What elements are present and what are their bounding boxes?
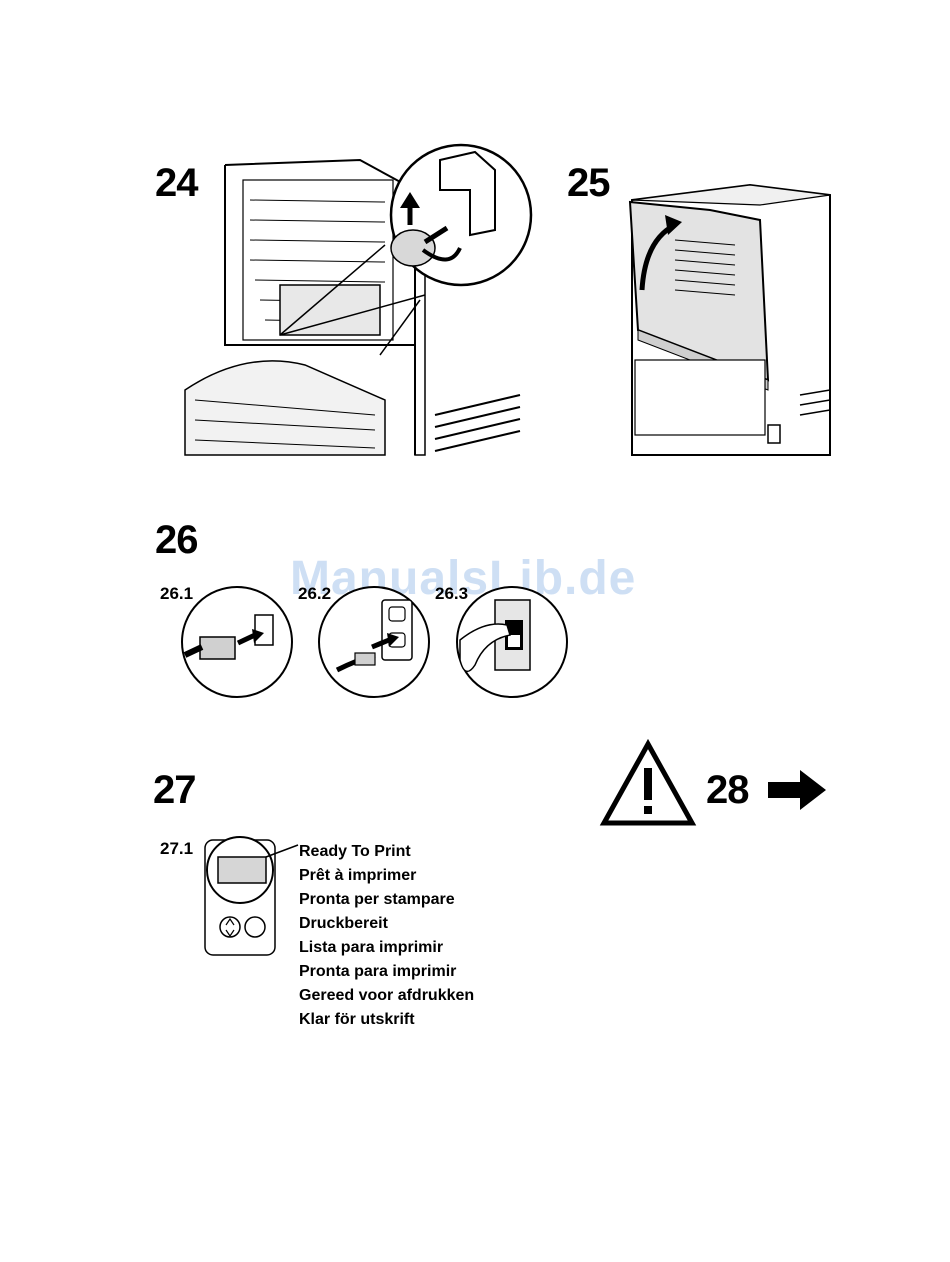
step-25-number: 25 [567, 163, 610, 203]
status-message-list: Ready To Print Prêt à imprimer Pronta pe… [299, 840, 474, 1032]
step-27-1-control-panel-illustration [200, 835, 300, 960]
step-26-2-outlet-illustration [317, 585, 432, 700]
warning-triangle-icon [600, 740, 696, 827]
step-27-number: 27 [153, 770, 196, 810]
status-message-it: Pronta per stampare [299, 888, 474, 912]
step-26-1-power-cord-illustration [180, 585, 295, 700]
step-25-illustration [620, 180, 835, 460]
step-26-3-power-switch-illustration [455, 585, 570, 700]
status-message-fr: Prêt à imprimer [299, 864, 474, 888]
arrow-right-icon[interactable] [768, 768, 828, 812]
step-27-1-number: 27.1 [160, 840, 193, 857]
status-message-de: Druckbereit [299, 912, 474, 936]
status-message-nl: Gereed voor afdrukken [299, 984, 474, 1008]
status-message-es: Lista para imprimir [299, 936, 474, 960]
status-message-en: Ready To Print [299, 840, 474, 864]
step-28-number: 28 [706, 770, 749, 810]
step-26-number: 26 [155, 520, 198, 560]
status-message-sv: Klar för utskrift [299, 1008, 474, 1032]
status-message-pt: Pronta para imprimir [299, 960, 474, 984]
step-24-illustration [185, 130, 535, 460]
